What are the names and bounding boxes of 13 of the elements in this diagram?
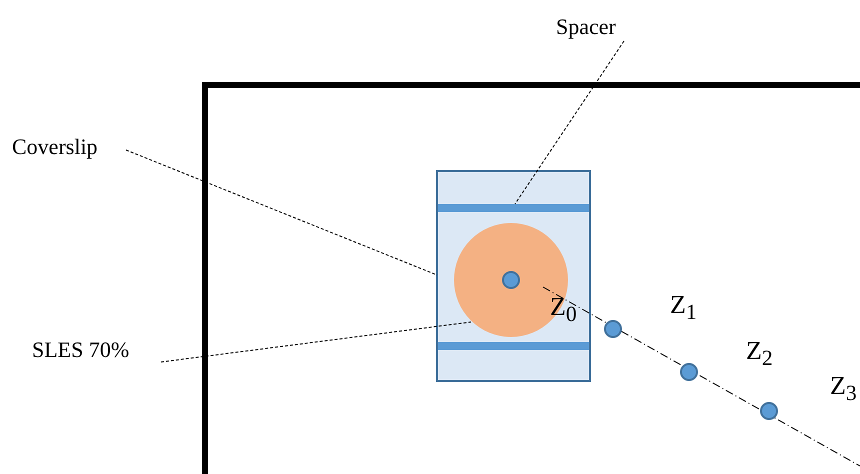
part-label: SLES 70%: [32, 337, 160, 363]
part-label: Spacer: [556, 14, 626, 40]
spacer-bar: [438, 204, 589, 212]
spacer-bar: [438, 342, 589, 350]
part-label: Coverslip: [12, 134, 125, 160]
leader-line: [160, 322, 472, 362]
position-label: Z$_{0}$: [550, 292, 577, 328]
position-label: Z$_{1}$: [670, 290, 697, 326]
position-label: Z$_{2}$: [746, 336, 773, 372]
coverslip-rectangle: [436, 170, 591, 382]
leader-line: [514, 40, 624, 204]
position-label: Z$_{3}$: [830, 371, 857, 408]
leader-line: [126, 150, 438, 276]
